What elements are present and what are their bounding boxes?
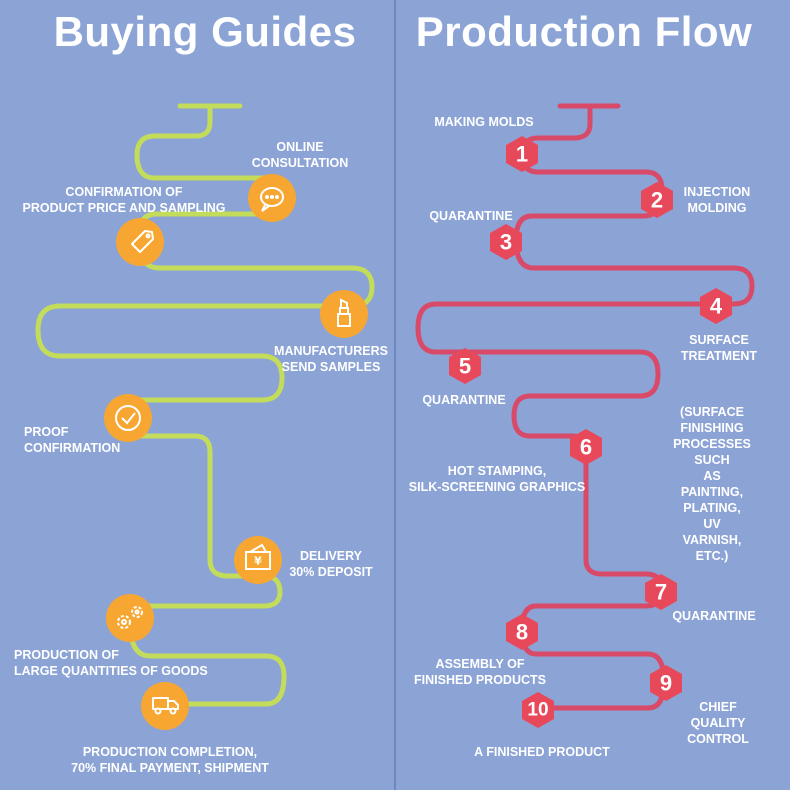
production-step-7-label: QUARANTINE xyxy=(672,609,756,623)
production-step-4-label: SURFACE TREATMENT xyxy=(680,333,758,363)
production-step-2-label: INJECTION MOLDING xyxy=(683,185,751,215)
buying-step-1-marker xyxy=(248,174,296,222)
chat-bubble-icon xyxy=(260,187,284,212)
buying-step-7-label: PRODUCTION COMPLETION, 70% FINAL PAYMENT… xyxy=(71,745,269,775)
truck-icon xyxy=(152,697,179,715)
buying-step-2-label: CONFIRMATION OF PRODUCT PRICE AND SAMPLI… xyxy=(22,185,226,215)
production-step-6-number: 6 xyxy=(580,435,592,460)
buying-step-5-label: DELIVERY 30% DEPOSIT xyxy=(289,549,373,579)
center-divider xyxy=(394,0,396,790)
svg-text:¥: ¥ xyxy=(254,555,262,568)
buying-step-1-label: ONLINE CONSULTATION xyxy=(251,140,349,170)
buying-step-4-marker xyxy=(104,394,152,442)
gears-icon xyxy=(117,606,143,629)
buying-step-5-marker: ¥ xyxy=(234,536,282,584)
lipstick-icon xyxy=(337,298,351,327)
check-circle-icon xyxy=(115,405,141,431)
production-step-8-label: ASSEMBLY OF FINISHED PRODUCTS xyxy=(414,657,546,687)
production-step-3-marker: 3 xyxy=(490,224,522,260)
production-step-8-number: 8 xyxy=(516,620,528,645)
buying-step-2-marker xyxy=(116,218,164,266)
buying-guides-title: Buying Guides xyxy=(53,8,357,55)
production-step-10-number: 10 xyxy=(527,700,548,721)
production-step-9-label: CHIEF QUALITY CONTROL xyxy=(687,700,749,746)
buying-step-4-label: PROOF CONFIRMATION xyxy=(24,425,121,455)
production-step-2-marker: 2 xyxy=(641,182,673,218)
buying-step-3-label: MANUFACTURERS SEND SAMPLES xyxy=(274,344,388,374)
production-step-4-marker: 4 xyxy=(700,288,732,324)
production-flow-title: Production Flow xyxy=(415,8,753,55)
buying-step-7-marker xyxy=(141,682,189,730)
production-step-9-marker: 9 xyxy=(650,665,682,701)
production-step-1-label: MAKING MOLDS xyxy=(434,115,534,129)
buying-step-3-marker xyxy=(320,290,368,338)
production-step-9-number: 9 xyxy=(660,671,672,696)
production-step-2-number: 2 xyxy=(651,188,663,213)
buying-step-6-marker xyxy=(106,594,154,642)
production-step-7-marker: 7 xyxy=(645,574,677,610)
production-step-1-marker: 1 xyxy=(506,136,538,172)
production-step-3-number: 3 xyxy=(500,230,512,255)
production-step-4-number: 4 xyxy=(710,294,723,319)
production-step-5-number: 5 xyxy=(459,354,471,379)
yen-wallet-icon: ¥ xyxy=(245,543,271,570)
production-step-1-number: 1 xyxy=(516,142,528,167)
production-step-6-label: HOT STAMPING, SILK-SCREENING GRAPHICS xyxy=(408,464,586,494)
production-step-3-label: QUARANTINE xyxy=(429,209,513,223)
production-step-5-marker: 5 xyxy=(449,348,481,384)
production-step-7-number: 7 xyxy=(655,580,667,605)
price-tag-icon xyxy=(131,230,154,253)
production-step-10-label: A FINISHED PRODUCT xyxy=(474,745,610,759)
production-note-label: (SURFACE FINISHING PROCESSES SUCH AS PAI… xyxy=(673,405,751,563)
production-step-8-marker: 8 xyxy=(506,614,538,650)
production-step-10-marker: 10 xyxy=(522,692,554,728)
buying-step-6-label: PRODUCTION OF LARGE QUANTITIES OF GOODS xyxy=(14,648,208,678)
production-step-5-label: QUARANTINE xyxy=(422,393,506,407)
production-step-6-marker: 6 xyxy=(570,429,602,465)
